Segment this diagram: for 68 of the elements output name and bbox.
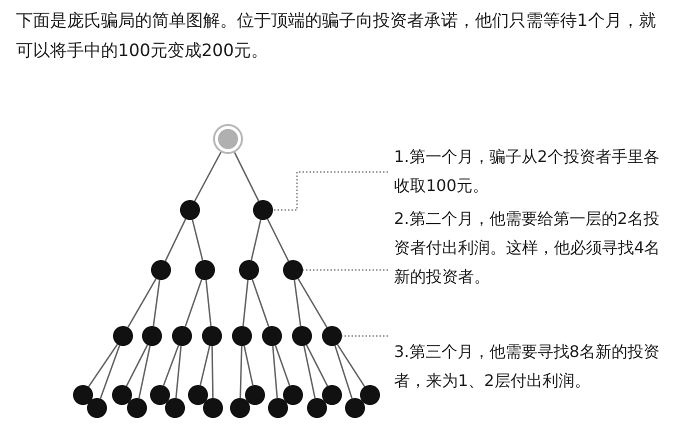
investor-circle	[232, 326, 252, 346]
investor-circle	[180, 200, 200, 220]
investor-circle	[195, 260, 215, 280]
connector-line	[88, 344, 118, 388]
leader-line	[342, 335, 388, 337]
investor-circle	[202, 326, 222, 346]
connector-line	[138, 346, 151, 398]
investor-circle	[165, 398, 185, 418]
leader-line	[303, 269, 388, 271]
callout-text: 1.第一个月，骗子从2个投资者手里各收取100元。	[394, 142, 664, 200]
connector-line	[126, 344, 148, 386]
connector-line	[200, 346, 210, 386]
investor-circle	[230, 398, 250, 418]
investor-circle	[142, 326, 162, 346]
investor-circle	[283, 385, 303, 405]
callout-text: 3.第三个月，他需要寻找8名新的投资者，来为1、2层付出利润。	[394, 337, 664, 395]
connector-line	[164, 218, 186, 262]
connector-line	[175, 346, 182, 398]
connector-line	[234, 152, 260, 202]
connector-line	[243, 346, 254, 386]
callout-text: 2.第二个月，他需要给第一层的2名投资者付出利润。这样，他必须寻找4名新的投资者。	[394, 204, 664, 291]
investor-circle	[245, 385, 265, 405]
connector-line	[294, 280, 302, 326]
connector-line	[194, 152, 222, 202]
investor-circle	[87, 398, 107, 418]
swindler-circle	[215, 126, 241, 152]
investor-circle	[322, 385, 342, 405]
connector-line	[240, 346, 242, 398]
connector-line	[184, 279, 202, 327]
connector-line	[336, 344, 366, 387]
connector-line	[274, 345, 290, 386]
connector-line	[297, 278, 328, 328]
connector-line	[205, 280, 212, 326]
connector-line	[242, 280, 249, 326]
investor-circle	[113, 326, 133, 346]
connector-line	[162, 345, 180, 386]
investor-circle	[345, 398, 365, 418]
investor-circle	[322, 326, 342, 346]
investor-circle	[172, 326, 192, 346]
connector-line	[252, 279, 270, 327]
connector-line	[152, 280, 160, 326]
investor-circle	[151, 260, 171, 280]
connector-line	[100, 345, 120, 399]
connector-line	[272, 346, 278, 398]
investor-circle	[112, 385, 132, 405]
investor-circle	[73, 385, 93, 405]
investor-circle	[188, 385, 208, 405]
connector-line	[306, 344, 328, 386]
connector-line	[127, 278, 157, 328]
investor-circle	[262, 326, 282, 346]
investor-circle	[292, 326, 312, 346]
connector-line	[192, 220, 204, 260]
connector-line	[303, 346, 316, 398]
investor-circle	[253, 200, 273, 220]
investor-circle	[268, 398, 288, 418]
investor-circle	[127, 398, 147, 418]
connector-line	[266, 218, 290, 262]
connector-line	[211, 346, 214, 398]
intro-paragraph: 下面是庞氏骗局的简单图解。位于顶端的骗子向投资者承诺，他们只需等待1个月，就可以将手中的100元变成200元。	[16, 10, 656, 63]
investor-circle	[150, 385, 170, 405]
connector-line	[334, 345, 353, 399]
investor-circle	[239, 260, 259, 280]
investor-circle	[360, 385, 380, 405]
connector-line	[250, 220, 262, 260]
investor-circle	[283, 260, 303, 280]
investor-circle	[307, 398, 327, 418]
leader-line	[273, 171, 388, 211]
investor-circle	[203, 398, 223, 418]
